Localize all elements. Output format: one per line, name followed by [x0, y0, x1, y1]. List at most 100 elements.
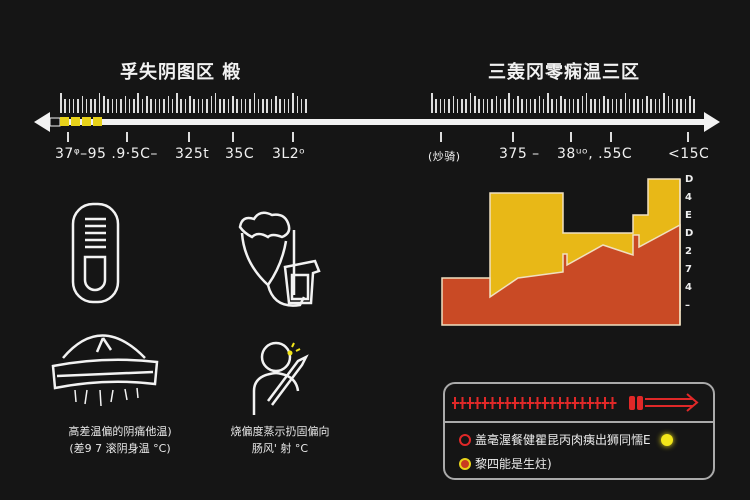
tick-mark: [296, 96, 298, 113]
tick-mark: [137, 93, 139, 113]
tick-mark: [103, 96, 105, 113]
tick-mark: [94, 99, 96, 113]
tick-mark: [236, 99, 238, 113]
axis-label: D: [685, 228, 694, 239]
yellow-circle-icon: [459, 457, 471, 470]
tick-mark: [193, 99, 195, 113]
tick-mark: [667, 96, 669, 113]
tick-mark: [249, 99, 251, 113]
tick-mark: [620, 99, 622, 113]
tick-mark: [443, 99, 446, 113]
tick-mark: [603, 96, 605, 113]
tick-mark: [590, 99, 592, 113]
tick-mark: [257, 99, 260, 113]
tick-mark: [491, 99, 493, 113]
tick-mark: [98, 93, 101, 113]
tick-mark: [72, 99, 75, 113]
red-signal-strip: [452, 393, 699, 412]
axis-label: D: [685, 174, 694, 185]
scale-label: 3L2ᵒ: [272, 146, 306, 162]
axis-label: 2: [685, 246, 692, 257]
caption-line: 烧偏度蒸示扔固偏向: [230, 425, 330, 438]
axis-label: 4: [685, 282, 692, 293]
tick-mark: [232, 96, 234, 113]
tick-mark: [210, 96, 212, 113]
tick-mark: [154, 99, 157, 113]
icon-caption-right: 烧偏度蒸示扔固偏向 肠风' 射 °C: [225, 423, 335, 457]
tick-mark: [197, 99, 200, 113]
right-panel-title: 三轰冈零痫温三区: [488, 62, 640, 83]
tick-mark: [663, 93, 665, 113]
scale-label: 35C: [225, 146, 255, 162]
icon-caption-left: 高差温偏的阴痛他温) (差9 7 滚阴身温 °C): [40, 423, 200, 457]
red-circle-icon: [459, 433, 471, 446]
tick-mark: [150, 99, 152, 113]
tick-mark: [240, 99, 243, 113]
tick-mark: [508, 93, 510, 113]
tick-mark: [111, 99, 114, 113]
right-arrowhead-icon: [704, 112, 720, 132]
tick-mark: [223, 99, 225, 113]
thermometer-tube-icon: [71, 202, 120, 304]
scale-label: 38ᵘᵒ, .55C: [557, 146, 633, 162]
tick-mark: [607, 99, 609, 113]
person-pain-icon: [252, 341, 309, 415]
tick-mark: [646, 96, 648, 113]
tick-mark: [581, 96, 583, 113]
scale-label: 375 –: [499, 146, 540, 162]
legend-divider: [445, 421, 713, 423]
left-panel-title: 孚失阴图区 椴: [120, 62, 242, 83]
tick-mark: [684, 99, 687, 113]
tick-mark: [598, 99, 601, 113]
timeline-line: [48, 119, 708, 125]
legend-text: 黎四能是生炷): [475, 457, 552, 471]
tick-mark: [478, 99, 480, 113]
tick-mark: [60, 93, 62, 113]
axis-label: 4: [685, 192, 692, 203]
tick-mark: [585, 93, 588, 113]
scale-label: 37ᵠ–95 .9·5C–: [55, 146, 158, 162]
tick-mark: [456, 99, 459, 113]
tick-mark: [594, 99, 596, 113]
tick-mark: [133, 99, 135, 113]
tick-mark: [201, 99, 204, 113]
scale-label: 325t: [175, 146, 210, 162]
tick-mark: [431, 93, 433, 113]
tick-mark: [171, 99, 174, 113]
tick-mark: [624, 93, 626, 113]
tick-mark: [671, 99, 674, 113]
food-and-drink-icon: [238, 211, 321, 307]
tick-mark: [495, 96, 497, 113]
tick-mark: [107, 99, 109, 113]
tick-mark: [262, 99, 264, 113]
tick-mark: [435, 99, 437, 113]
tick-mark: [521, 99, 523, 113]
tick-mark: [469, 93, 472, 113]
left-arrowhead-icon: [34, 112, 50, 132]
tick-mark: [641, 99, 644, 113]
tick-mark: [555, 99, 558, 113]
tick-mark: [176, 93, 178, 113]
tick-mark: [547, 93, 549, 113]
tick-mark: [658, 99, 661, 113]
tick-mark: [115, 99, 118, 113]
tick-mark: [551, 99, 553, 113]
tick-mark: [270, 99, 273, 113]
tick-mark: [219, 99, 221, 113]
tick-mark: [676, 99, 678, 113]
tick-mark: [577, 99, 579, 113]
tick-mark: [482, 99, 485, 113]
tick-mark: [244, 99, 247, 113]
tick-mark: [615, 99, 618, 113]
yellow-indicator-icon: [660, 433, 673, 446]
tick-mark: [124, 96, 126, 113]
tick-mark: [448, 99, 450, 113]
tick-mark: [141, 99, 144, 113]
tick-mark: [81, 96, 83, 113]
tick-mark: [568, 99, 571, 113]
tick-mark: [499, 99, 502, 113]
tick-mark: [693, 99, 695, 113]
tick-mark: [266, 99, 268, 113]
tick-mark: [189, 96, 191, 113]
